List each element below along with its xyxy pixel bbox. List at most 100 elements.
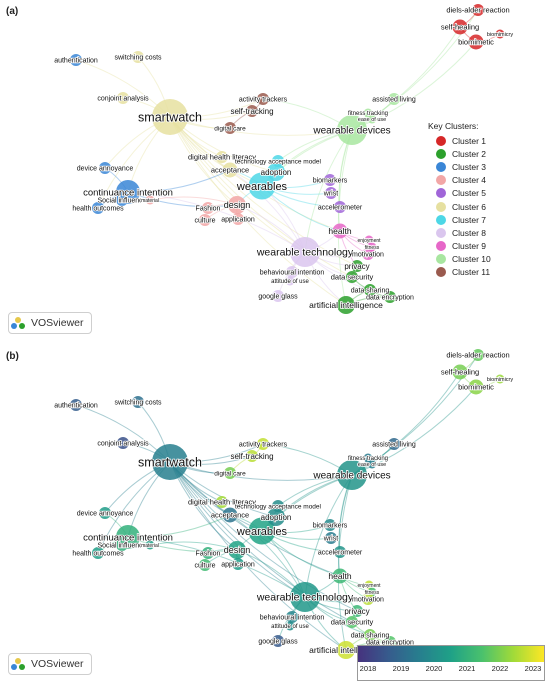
node-label: activity trackers: [239, 96, 288, 103]
node-biomimetic: [468, 379, 484, 395]
node-health-outcomes: [92, 202, 104, 214]
year-tick: 2021: [458, 664, 476, 673]
node-label: Fashion: [196, 550, 221, 557]
node-label: data encryption: [366, 294, 414, 301]
legend-item: Cluster 7: [428, 213, 538, 226]
node-label: culture: [194, 217, 215, 224]
node-label: biomimetic: [458, 383, 494, 392]
node-wearable-devices: [337, 115, 367, 145]
node-label: acceptance: [211, 166, 249, 175]
network-link: [127, 191, 306, 253]
node-label: enjoyment: [357, 583, 381, 589]
node-label: data sharing: [351, 287, 390, 294]
network-link: [169, 116, 353, 278]
network-link: [169, 461, 341, 577]
node-activity-trackers: [257, 93, 269, 105]
network-link: [169, 116, 341, 232]
node-data-sharing: [364, 629, 376, 641]
year-gradient-bar: [358, 646, 544, 662]
node-culture: [199, 559, 211, 571]
network-link: [351, 41, 477, 131]
node-label: artificial intelligence: [309, 645, 383, 655]
node-label: health outcomes: [72, 550, 124, 557]
node-authentication: [70, 54, 82, 66]
node-digital-care: [224, 467, 236, 479]
vosviewer-badge-text: VOSviewer: [31, 317, 84, 329]
legend-label: Cluster 11: [452, 267, 491, 278]
node-smartwatch: [152, 99, 188, 135]
node-data-encryption: [384, 291, 396, 303]
legend-label: Cluster 8: [452, 227, 487, 238]
node-label: data security: [331, 618, 374, 627]
node-device-annoyance: [99, 507, 111, 519]
node-accelerometer: [334, 546, 346, 558]
node-fashion: [202, 202, 214, 214]
node-label: wearable devices: [312, 126, 390, 137]
node-label: accelerometer: [318, 549, 363, 556]
legend-swatch: [436, 214, 446, 225]
node-label: enjoyment: [357, 238, 381, 244]
node-switching-costs: [132, 51, 144, 63]
node-biomarkers: [324, 519, 336, 531]
node-label: google glass: [258, 293, 298, 300]
node-label: diels-alder reaction: [446, 351, 509, 360]
node-label: self-healing: [441, 368, 479, 377]
legend-swatch: [436, 135, 446, 146]
node-label: assisted living: [372, 441, 416, 448]
node-digital-health-literacy: [216, 496, 228, 508]
node-attitude-of-use: [285, 621, 295, 631]
node-wearables: [248, 172, 276, 200]
legend-swatch: [436, 148, 446, 159]
node-label: material: [141, 543, 159, 549]
node-label: health outcomes: [72, 205, 124, 212]
node-label: biomarkers: [313, 522, 348, 529]
network-link: [169, 461, 353, 481]
node-label: biomimetic: [458, 38, 494, 47]
legend-item: Cluster 9: [428, 240, 538, 253]
vosviewer-logo-icon: [11, 658, 25, 670]
legend-swatch: [436, 241, 446, 252]
node-wearable-technology: [290, 237, 320, 267]
node-label: digital health literacy: [188, 153, 256, 162]
legend-label: Cluster 2: [452, 148, 487, 159]
panel-label: (b): [6, 351, 19, 362]
node-data-security: [346, 271, 358, 283]
node-label: motivation: [352, 251, 384, 258]
node-artificial-intelligence: [337, 641, 355, 659]
node-label: device annoyance: [77, 510, 134, 517]
legend-swatch: [436, 175, 446, 186]
legend-label: Cluster 10: [452, 254, 491, 265]
node-behavioural-intention: [286, 266, 298, 278]
legend-swatch: [436, 254, 446, 265]
node-google-glass: [272, 290, 284, 302]
legend-label: Cluster 5: [452, 188, 487, 199]
legend-title: Key Clusters:: [428, 121, 479, 131]
node-label: self-healing: [441, 23, 479, 32]
legend-swatch: [436, 161, 446, 172]
legend-item: Cluster 5: [428, 187, 538, 200]
node-label: application: [221, 216, 255, 223]
node-label: accelerometer: [318, 204, 363, 211]
legend-item: Cluster 11: [428, 266, 538, 279]
node-label: material: [141, 198, 159, 204]
node-ease-of-use: [367, 459, 377, 469]
node-label: fitness: [365, 245, 380, 251]
node-label: conjoint analysis: [97, 95, 149, 102]
node-conjoint-analysis: [117, 437, 129, 449]
node-wrist: [325, 532, 337, 544]
node-label: wrist: [323, 535, 338, 542]
node-label: Social influence: [97, 542, 146, 549]
node-label: technology acceptance model: [235, 503, 322, 510]
node-biomimicry: [495, 29, 505, 39]
node-label: application: [221, 561, 255, 568]
legend-swatch: [436, 201, 446, 212]
node-label: health: [328, 571, 351, 581]
node-label: technology acceptance model: [235, 158, 322, 165]
node-wearable-technology: [290, 582, 320, 612]
node-label: self-tracking: [230, 107, 273, 116]
node-label: data security: [331, 273, 374, 282]
node-assisted-living: [388, 93, 400, 105]
